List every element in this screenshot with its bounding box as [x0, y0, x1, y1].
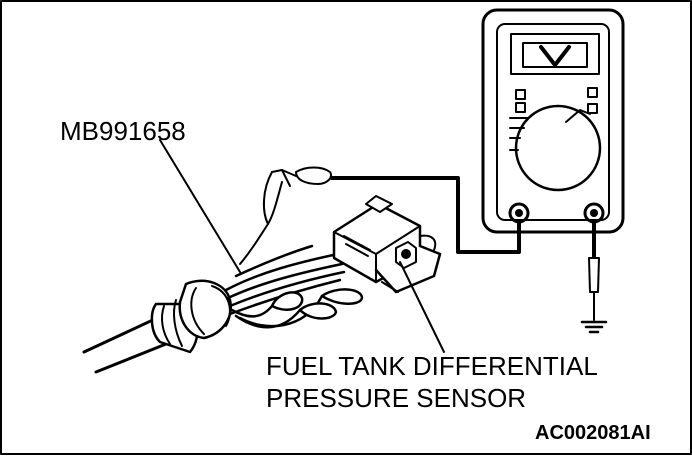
harness-wire	[228, 270, 346, 308]
dial-scale-marks	[509, 117, 529, 151]
test-harness-wires	[224, 244, 364, 329]
leader-line-sensor	[399, 261, 445, 353]
mode-indicator-icon	[587, 87, 598, 98]
clip-lead	[239, 223, 269, 265]
mode-indicator-icon	[515, 102, 526, 113]
connector-ridge	[173, 299, 183, 347]
meter-jack-left-core	[515, 209, 523, 217]
ground-symbol-icon	[580, 320, 608, 334]
positive-test-lead	[330, 176, 521, 254]
sensor-edges	[333, 225, 421, 283]
meter-body	[481, 8, 625, 234]
pressure-sensor	[332, 195, 442, 294]
ground-probe	[588, 257, 600, 293]
harness-lead	[230, 304, 274, 318]
probe-clip	[239, 166, 332, 265]
sensor-top-tab	[365, 195, 393, 213]
meter-display-window	[522, 42, 588, 68]
connector-ridge	[211, 285, 231, 327]
harness-wire	[224, 252, 340, 292]
harness-wire	[234, 244, 314, 278]
lead-terminal	[270, 291, 304, 311]
vehicle-harness	[82, 279, 233, 374]
lead-terminal	[320, 288, 364, 305]
sensor-connector-slot	[343, 235, 371, 257]
meter-jack-right-core	[590, 209, 598, 217]
rotary-dial	[514, 104, 602, 192]
dial-pointer	[565, 109, 591, 123]
leader-line-tool	[159, 139, 241, 273]
clip-lead-loop	[262, 171, 283, 225]
sensor-bracket	[374, 244, 442, 294]
bracket-edge	[381, 281, 399, 293]
clip-spring	[281, 169, 291, 187]
meter-inner-panel	[496, 23, 610, 221]
multimeter	[481, 8, 625, 234]
connector-ridge	[190, 287, 205, 335]
harness-cable-lower	[94, 338, 178, 374]
sensor-label-line-1: FUEL TANK DIFFERENTIAL	[266, 351, 598, 381]
special-tool-label: MB991658	[60, 116, 186, 146]
figure-code: AC002081AI	[535, 422, 651, 444]
mode-indicator-icon	[587, 103, 598, 114]
lead-terminal	[298, 302, 338, 320]
mode-indicator-icon	[515, 89, 526, 100]
bolt-center	[401, 249, 411, 259]
meter-leads	[330, 176, 608, 334]
volt-symbol-icon	[539, 45, 571, 67]
harness-lead	[234, 308, 302, 329]
sensor-label: FUEL TANK DIFFERENTIAL PRESSURE SENSOR	[266, 350, 598, 414]
sensor-port	[419, 234, 437, 251]
harness-wire	[226, 262, 344, 300]
test-harness-connector	[178, 279, 233, 340]
sensor-label-line-2: PRESSURE SENSOR	[266, 383, 527, 413]
clip-connector	[295, 166, 332, 185]
connector-ridge	[161, 305, 171, 345]
